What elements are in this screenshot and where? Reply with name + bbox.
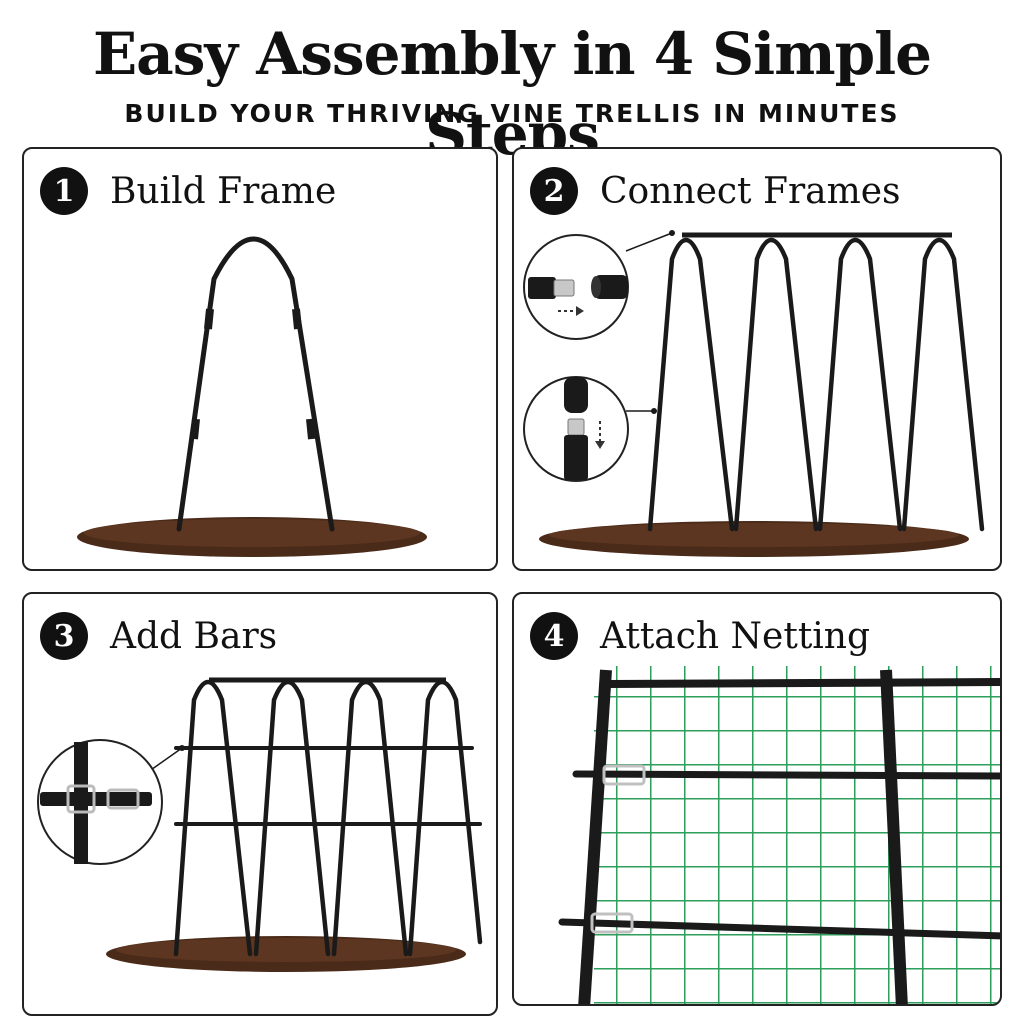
step-2-number-badge: 2 xyxy=(530,167,578,215)
bars-illustration xyxy=(37,677,483,972)
connected-frames-illustration xyxy=(523,230,985,557)
step-4-panel: 4 Attach Netting xyxy=(512,592,1002,1006)
connector-detail-bottom xyxy=(523,376,629,482)
connector-detail-top xyxy=(523,234,629,340)
step-1-number-badge: 1 xyxy=(40,167,88,215)
netting-illustration xyxy=(558,666,1000,1004)
step-4-number-badge: 4 xyxy=(530,612,578,660)
step-3-number-badge: 3 xyxy=(40,612,88,660)
frame-illustration xyxy=(77,236,427,557)
step-4-header: 4 Attach Netting xyxy=(530,610,870,662)
frame-joints xyxy=(190,308,316,440)
frame-arch xyxy=(176,236,335,532)
trellis-posts xyxy=(578,669,908,1004)
step-3-header: 3 Add Bars xyxy=(40,610,277,662)
step-2-label: Connect Frames xyxy=(600,170,901,212)
step-3-panel: 3 Add Bars xyxy=(22,592,498,1016)
step-1-label: Build Frame xyxy=(110,170,337,212)
step-3-label: Add Bars xyxy=(110,615,278,657)
step-2-panel: 2 Connect Frames xyxy=(512,147,1002,571)
trellis-rails xyxy=(558,678,1000,940)
horizontal-bars xyxy=(174,746,482,826)
page-title: Easy Assembly in 4 Simple Steps xyxy=(92,20,932,168)
page-subtitle: BUILD YOUR THRIVING VINE TRELLIS IN MINU… xyxy=(124,99,900,128)
step-2-header: 2 Connect Frames xyxy=(530,165,901,217)
step-1-panel: 1 Build Frame xyxy=(22,147,498,571)
netting-mesh xyxy=(594,666,1000,1004)
frame-arches xyxy=(173,679,483,957)
frame-arches xyxy=(647,237,985,532)
step-1-header: 1 Build Frame xyxy=(40,165,336,217)
rail-clips xyxy=(590,764,646,934)
step-4-label: Attach Netting xyxy=(600,615,871,657)
bar-clip-detail xyxy=(37,739,163,865)
